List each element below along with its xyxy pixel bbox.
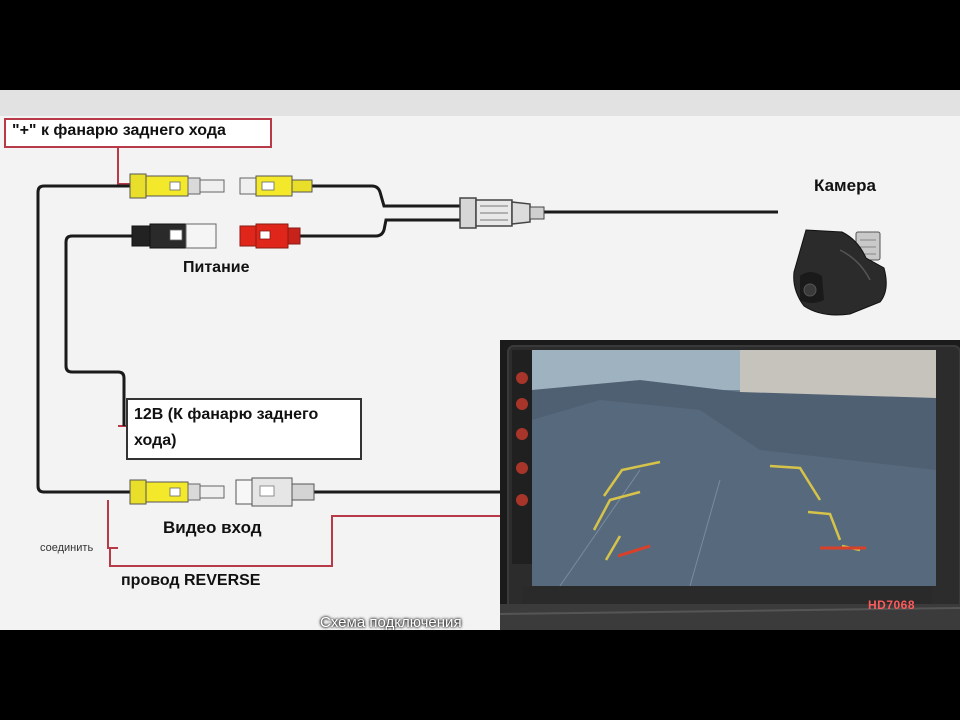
monitor-back-icon — [516, 428, 528, 440]
twelve-v-label-line2: хода) — [134, 432, 177, 449]
twelve-v-label: 12В (К фанарю заднего хода) — [126, 398, 362, 460]
letterbox-top — [0, 0, 960, 90]
reverse-wire-label: провод REVERSE — [121, 572, 261, 589]
video-input-label: Видео вход — [163, 518, 262, 537]
rca-video-white-plug — [235, 477, 315, 507]
black-wires — [36, 184, 778, 494]
red-leader-wires — [107, 148, 500, 567]
monitor-menu-icon — [516, 494, 528, 506]
monitor-power-icon — [516, 398, 528, 410]
rca-red-plug — [239, 223, 301, 249]
panel-top-strip — [0, 90, 960, 116]
rear-camera-icon — [793, 229, 887, 316]
rca-yellow-female-plug — [239, 175, 313, 197]
twelve-v-label-line1: 12В (К фанарю заднего — [134, 406, 319, 423]
reverse-wire — [109, 515, 500, 567]
camera-label: Камера — [814, 176, 876, 195]
rca-video-yellow-plug — [129, 479, 225, 505]
monitor-home-icon — [516, 372, 528, 384]
rca-yellow-male-plug — [129, 173, 225, 199]
yellow-video-loop-wire — [36, 184, 130, 494]
plus-label-leader-wire — [117, 148, 130, 185]
connect-leader-wire — [107, 500, 118, 549]
connect-label: соединить — [40, 542, 94, 554]
camera-cable-connector — [459, 197, 545, 229]
plus-rear-light-label: "+" к фанарю заднего хода — [4, 118, 272, 148]
rca-black-plug — [131, 223, 217, 249]
yellow-camera-wire — [312, 184, 460, 208]
monitor-volume-icon — [516, 462, 528, 474]
head-unit-monitor-icon — [499, 340, 960, 630]
power-label: Питание — [183, 259, 250, 276]
letterbox-bottom — [0, 630, 960, 720]
red-camera-wire — [300, 218, 460, 238]
monitor-model-label: HD7068 — [868, 598, 916, 612]
black-power-wire — [64, 234, 134, 426]
video-caption: Схема подключения — [320, 614, 462, 631]
